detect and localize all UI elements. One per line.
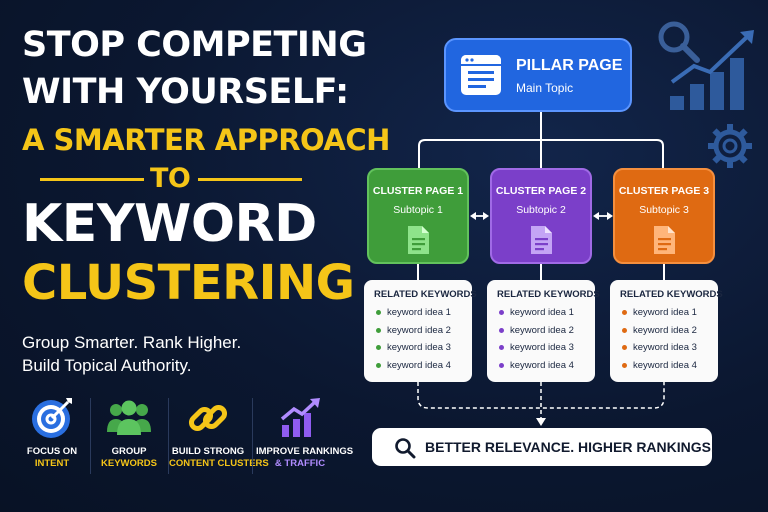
feature-1-line-2: INTENT — [34, 458, 70, 469]
feature-4-line-1: IMPROVE RANKINGS — [256, 446, 354, 457]
related-keywords-box-1: RELATED KEYWORDS keyword idea 1 keyword … — [364, 280, 477, 382]
pillar-title: PILLAR PAGE — [516, 57, 623, 74]
feature-2-line-2: KEYWORDS — [101, 458, 157, 469]
link-icon — [188, 404, 228, 432]
related-keywords-box-3: RELATED KEYWORDS keyword idea 1 keyword … — [610, 280, 723, 382]
list-item: keyword idea 1 — [374, 304, 472, 322]
users-icon — [107, 400, 151, 435]
feature-improve-rankings: IMPROVE RANKINGS & TRAFFIC — [256, 396, 354, 470]
pillar-page-node: PILLAR PAGE Main Topic — [444, 38, 632, 112]
feature-separator — [252, 398, 253, 474]
divider-right — [198, 178, 302, 181]
feature-3-line-1: BUILD STRONG — [171, 446, 245, 457]
related-keywords-box-2: RELATED KEYWORDS keyword idea 1 keyword … — [487, 280, 600, 382]
list-item: keyword idea 2 — [620, 322, 718, 340]
cluster-page-2: CLUSTER PAGE 2 Subtopic 2 — [490, 168, 592, 264]
list-item: keyword idea 4 — [374, 357, 472, 375]
document-icon — [531, 226, 552, 254]
feature-4-line-2: & TRAFFIC — [274, 458, 326, 469]
tagline-line-2: Build Topical Authority. — [22, 356, 192, 375]
cluster-2-subtitle: Subtopic 2 — [516, 204, 566, 216]
list-item: keyword idea 1 — [497, 304, 595, 322]
document-icon — [654, 226, 675, 254]
result-banner: BETTER RELEVANCE. HIGHER RANKINGS. — [372, 428, 715, 466]
webpage-icon — [461, 55, 501, 95]
feature-1-line-1: FOCUS ON — [26, 446, 78, 457]
feature-separator — [90, 398, 91, 474]
gear-icon — [708, 124, 752, 168]
pillar-subtitle: Main Topic — [516, 81, 574, 95]
related-keywords-title: RELATED KEYWORDS — [374, 289, 477, 300]
cluster-3-subtitle: Subtopic 3 — [639, 204, 689, 216]
cluster-1-subtitle: Subtopic 1 — [393, 204, 443, 216]
feature-separator — [168, 398, 169, 474]
feature-3-line-2: CONTENT CLUSTERS — [169, 458, 269, 469]
tagline-line-1: Group Smarter. Rank Higher. — [22, 333, 242, 352]
cluster-page-1: CLUSTER PAGE 1 Subtopic 1 — [367, 168, 469, 264]
list-item: keyword idea 3 — [497, 339, 595, 357]
headline-line-6: CLUSTERING — [22, 255, 355, 311]
growth-chart-icon — [280, 398, 320, 437]
result-text: BETTER RELEVANCE. HIGHER RANKINGS. — [425, 439, 715, 455]
target-icon — [32, 398, 72, 438]
headline-line-5: KEYWORD — [22, 194, 317, 254]
cluster-3-title: CLUSTER PAGE 3 — [618, 185, 710, 197]
headline-line-4: TO — [150, 163, 191, 194]
list-item: keyword idea 4 — [620, 357, 718, 375]
document-icon — [408, 226, 429, 254]
search-icon — [395, 438, 416, 459]
related-keywords-title: RELATED KEYWORDS — [497, 289, 600, 300]
magnifier-icon — [658, 21, 700, 63]
feature-build-clusters: BUILD STRONG CONTENT CLUSTERS — [169, 396, 269, 470]
list-item: keyword idea 1 — [620, 304, 718, 322]
feature-2-line-1: GROUP — [111, 446, 147, 457]
related-keywords-title: RELATED KEYWORDS — [620, 289, 723, 300]
feature-focus-intent: FOCUS ON INTENT — [14, 396, 90, 470]
feature-group-keywords: GROUP KEYWORDS — [91, 396, 167, 470]
list-item: keyword idea 4 — [497, 357, 595, 375]
list-item: keyword idea 3 — [374, 339, 472, 357]
cluster-2-title: CLUSTER PAGE 2 — [495, 185, 587, 197]
list-item: keyword idea 2 — [374, 322, 472, 340]
headline-line-3: A SMARTER APPROACH — [22, 123, 390, 157]
headline-line-2: WITH YOURSELF: — [22, 72, 349, 112]
list-item: keyword idea 3 — [620, 339, 718, 357]
divider-left — [40, 178, 144, 181]
headline-line-1: STOP COMPETING — [22, 25, 367, 65]
list-item: keyword idea 2 — [497, 322, 595, 340]
bar-chart-icon — [670, 30, 754, 110]
cluster-1-title: CLUSTER PAGE 1 — [372, 185, 464, 197]
cluster-page-3: CLUSTER PAGE 3 Subtopic 3 — [613, 168, 715, 264]
